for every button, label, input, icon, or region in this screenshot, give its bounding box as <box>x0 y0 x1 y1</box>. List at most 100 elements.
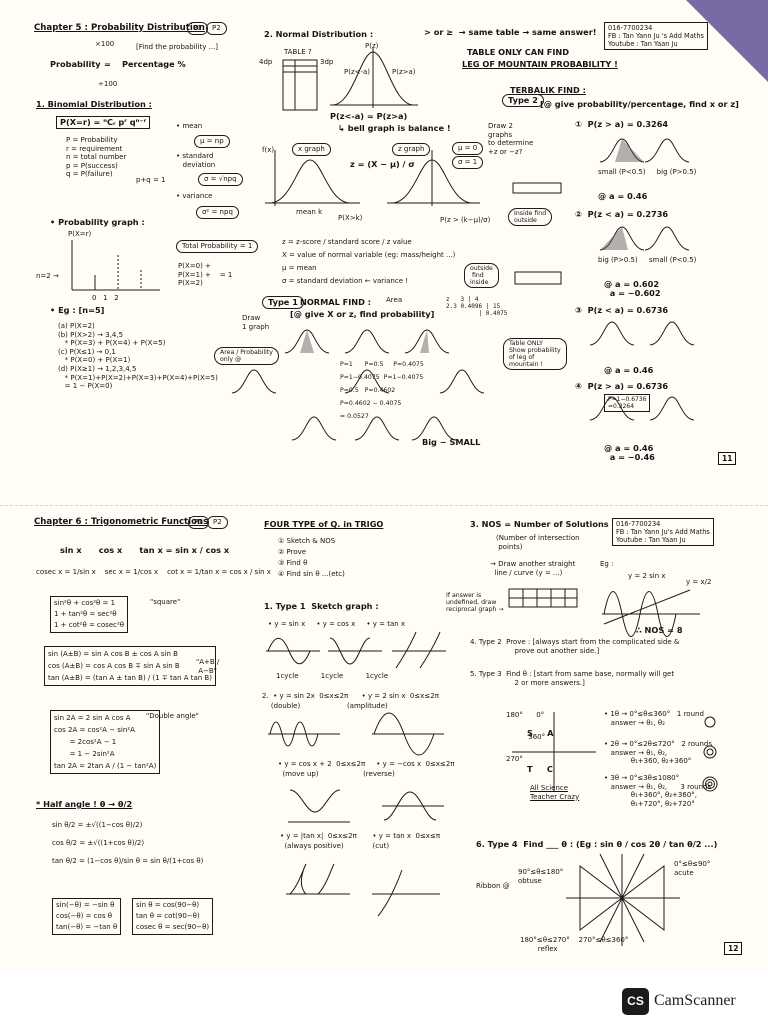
y-2sinx: y = 2 sin x <box>628 572 666 580</box>
mu-definition: μ = mean <box>282 264 317 272</box>
mean-formula: μ = np <box>194 135 230 148</box>
square-identities: sin²θ + cos²θ = 1 1 + tan²θ = sec²θ 1 + … <box>50 596 129 633</box>
acute-range: 0°≤θ≤90° acute <box>674 860 711 877</box>
mu-zero: μ = 0 <box>452 142 484 155</box>
draw-one-graph: Draw 1 graph <box>242 314 270 331</box>
pz-equal: P(z<-a) = P(z>a) <box>330 111 408 121</box>
eg-label: Eg : <box>600 560 614 568</box>
camscanner-logo-icon: CS <box>622 987 649 1015</box>
total-probability: Total Probability = 1 <box>176 240 259 253</box>
basic-trig-graphs <box>266 631 446 669</box>
divide-100: ÷100 <box>98 80 118 88</box>
page-number-12: 12 <box>724 942 743 955</box>
pz-greater: P(z>a) <box>392 68 416 76</box>
area-label: Area <box>386 296 403 304</box>
small-big-labels: small (P<0.5) big (P>0.5) <box>598 168 697 176</box>
astc-quadrant <box>512 712 596 792</box>
transform-row2: • y = cos x + 2 0≤x≤2π • y = −cos x 0≤x≤… <box>278 760 455 768</box>
sigma-one: σ = 1 <box>452 156 484 169</box>
nos-subtitle: (Number of intersection points) <box>496 534 580 551</box>
paper1-badge: P1 <box>187 22 208 35</box>
answer-a046c: @ a = 0.46 a = −0.46 <box>604 443 655 462</box>
table-only-leg-note: Table ONLY Show probability of leg of mo… <box>503 338 567 370</box>
y-x-over-2: y = x/2 <box>686 578 712 586</box>
type1-bell-row2 <box>231 369 485 394</box>
complement-calc: P=1−0.6736 =0.3264 <box>604 394 651 412</box>
binomial-variables: P = Probability r = requirement n = tota… <box>66 136 127 179</box>
cofunction: sin θ = cos(90−θ) tan θ = cot(90−θ) cose… <box>132 898 214 935</box>
sd-formula: σ = √npq <box>198 173 243 186</box>
leg-of-mountain: LEG OF MOUNTAIN PROBABILITY ! <box>462 59 618 69</box>
mean-label: • mean <box>176 122 203 130</box>
cycle-labels: 1cycle 1cycle 1cycle <box>276 672 389 680</box>
camscanner-label: CamScanner <box>654 992 736 1009</box>
quadrant-degrees: 180° 0° 360° 270° <box>506 711 546 763</box>
normal-find: NORMAL FIND : <box>300 297 372 307</box>
type1-rule: [@ give X or z, find probability] <box>290 309 435 319</box>
area-probability-note: Area / Probability only @ <box>214 347 279 365</box>
four-type-heading: FOUR TYPE of Q. in TRIGO <box>264 519 384 529</box>
type1-sketch-heading: 1. Type 1 Sketch graph : <box>264 601 379 611</box>
dp3-label: 3dp <box>320 58 334 66</box>
type2-prove: 4. Type 2 Prove : [always start from the… <box>470 638 680 655</box>
nos-heading: 3. NOS = Number of Solutions <box>470 519 609 529</box>
transform-row3-note: (always positive) (cut) <box>280 842 390 850</box>
undefined-note: If answer is undefined, draw reciprocal … <box>446 592 504 613</box>
x-definition: X = value of normal variable (eg: mass/h… <box>282 251 456 259</box>
dp4-label: 4dp <box>259 58 273 66</box>
type4-find: 6. Type 4 Find ___ θ : (Eg : sin θ / cos… <box>476 839 718 849</box>
n-equals-2: n=2 → <box>36 272 59 280</box>
table-sketch <box>282 59 318 111</box>
pz-less: P(z<-a) <box>344 68 371 76</box>
z-graph-label: z graph <box>392 143 431 156</box>
type1-answers: P=1 P=0.5 P=0.4075 P=1−0.4075 P=1−0.4075… <box>340 361 424 420</box>
answer-a0602: @ a = 0.602 a = −0.602 <box>604 279 661 298</box>
type1-label: Type 1 <box>262 296 304 309</box>
outside-find-inside: outside find inside <box>464 263 499 288</box>
big-small-labels: big (P>0.5) small (P<0.5) <box>598 256 697 264</box>
reflex-ranges: 180°≤θ≤270° 270°≤θ≤360° reflex <box>520 936 629 953</box>
type1-bell-row3 <box>291 416 457 441</box>
p-x-greater-k: P(X>k) <box>338 214 363 222</box>
prob-graph-heading: • Probability graph : <box>50 217 145 227</box>
double-angle-tag: "Double angle" <box>146 712 199 720</box>
nos-example-graph <box>508 588 700 637</box>
ribbon-diagram <box>566 853 680 946</box>
all-science-teacher-crazy: All Science Teacher Crazy <box>530 784 580 801</box>
paper2-badge: P2 <box>206 22 227 35</box>
draw-two-graphs: Draw 2 graphs to determine +z or −z? <box>488 122 534 156</box>
sd-label: • standard deviation <box>176 152 216 169</box>
reciprocal-ratios: cosec x = 1/sin x sec x = 1/cos x cot x … <box>36 568 271 576</box>
total-probability-sum: P(X=0) + P(X=1) + = 1 P(X=2) <box>178 262 233 288</box>
half-angle-heading: * Half angle ! θ → θ/2 <box>36 799 133 809</box>
round-1: • 1θ → 0°≤θ≤360° 1 round answer → θ₁, θ₂ <box>604 710 704 727</box>
basic-ratios: sin x cos x tan x = sin x / cos x <box>60 545 230 555</box>
table-label: TABLE ? <box>284 48 312 56</box>
binomial-formula: P(X=r) = ⁿCᵣ pʳ qⁿ⁻ʳ <box>56 116 151 129</box>
equals-sign: = <box>104 59 111 69</box>
notes-page-probability: Chapter 5 : Probability Distribution P1 … <box>0 0 768 505</box>
mini-table-a <box>512 182 562 194</box>
z-formula: z = (X − μ) / σ <box>350 159 415 169</box>
obtuse-range: 90°≤θ≤180° obtuse <box>518 868 564 885</box>
percentage-label: Percentage % <box>122 59 186 69</box>
example-heading: • Eg : [n=5] <box>50 305 105 315</box>
round-3: • 3θ → 0°≤3θ≤1080° answer → θ₁, θ₂, 3 ro… <box>604 774 712 808</box>
camscanner-watermark: CS CamScanner <box>622 986 736 1016</box>
negative-angle: sin(−θ) = −sin θ cos(−θ) = cos θ tan(−θ)… <box>52 898 122 935</box>
astc-letters: S A T C <box>527 728 554 774</box>
inside-find-outside: Inside find outside <box>508 208 553 226</box>
half-angle-formulas: sin θ/2 = ±√((1−cos θ)/2) cos θ/2 = ±√((… <box>52 821 204 865</box>
mean-k: mean k <box>296 208 323 216</box>
page-corner-fold <box>686 0 768 82</box>
big-minus-small: Big − SMALL <box>422 437 481 447</box>
compound-angle: sin (A±B) = sin A cos B ± cos A sin B co… <box>44 646 216 686</box>
page-number-11: 11 <box>718 452 737 465</box>
times-100: ×100 <box>95 40 115 48</box>
type2-example3: ③ P(z < a) = 0.6736 <box>575 305 669 315</box>
transform-row1: 2. • y = sin 2x 0≤x≤2π • y = 2 sin x 0≤x… <box>262 692 439 700</box>
balance-note: ↳ bell graph is balance ! <box>338 123 451 133</box>
round-2: • 2θ → 0°≤2θ≤720° 2 rounds answer → θ₁, … <box>604 740 713 766</box>
variance-label: • variance <box>176 192 213 200</box>
